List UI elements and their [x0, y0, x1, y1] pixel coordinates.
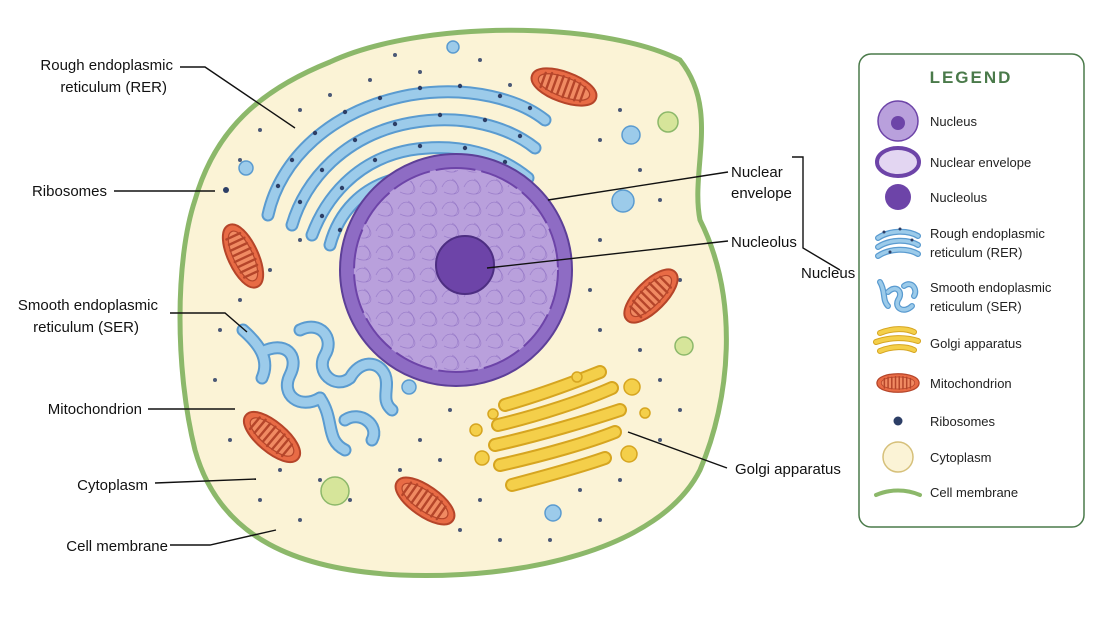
leader-lines [114, 66, 841, 546]
label-mitochondrion: Mitochondrion [48, 401, 142, 418]
label-cytoplasm: Cytoplasm [77, 477, 148, 494]
legend-item-label: Cytoplasm [930, 450, 991, 465]
rer-icon [875, 227, 921, 259]
legend-item-label: Mitochondrion [930, 376, 1012, 391]
cytoplasm-icon [882, 441, 914, 473]
label-nucleus: Nucleus [801, 265, 855, 282]
legend-item-label: Nuclear envelope [930, 155, 1031, 170]
legend-title: LEGEND [930, 68, 1013, 87]
ser-icon [877, 279, 919, 313]
nucleolus-icon [885, 184, 911, 210]
legend-item-label: Cell membrane [930, 485, 1018, 500]
ribosome-icon [893, 416, 903, 426]
legend-item-label: Ribosomes [930, 414, 996, 429]
nucleolus [435, 235, 495, 295]
golgi-apparatus [469, 365, 651, 492]
golgi-icon [873, 326, 921, 354]
legend-item-label: Nucleus [930, 114, 977, 129]
nuclear-envelope-icon [875, 146, 921, 178]
label-ribosomes: Ribosomes [32, 183, 107, 200]
legend-item-label: Nucleolus [930, 190, 988, 205]
label-nucleolus: Nucleolus [731, 234, 797, 251]
nucleus [339, 153, 573, 387]
legend: LEGEND Nucleus Nuclear envelope Nucleolu… [858, 53, 1085, 528]
label-cell-membrane: Cell membrane [66, 538, 168, 555]
smooth-er [236, 320, 399, 457]
vesicles [238, 40, 694, 522]
mitochondrion-icon [876, 372, 920, 394]
cytoplasm-particles [213, 53, 682, 542]
nucleus-icon [877, 100, 919, 142]
legend-item-label: Golgi apparatus [930, 336, 1022, 351]
cell-membrane-icon [874, 488, 922, 497]
label-golgi: Golgi apparatus [735, 461, 841, 478]
